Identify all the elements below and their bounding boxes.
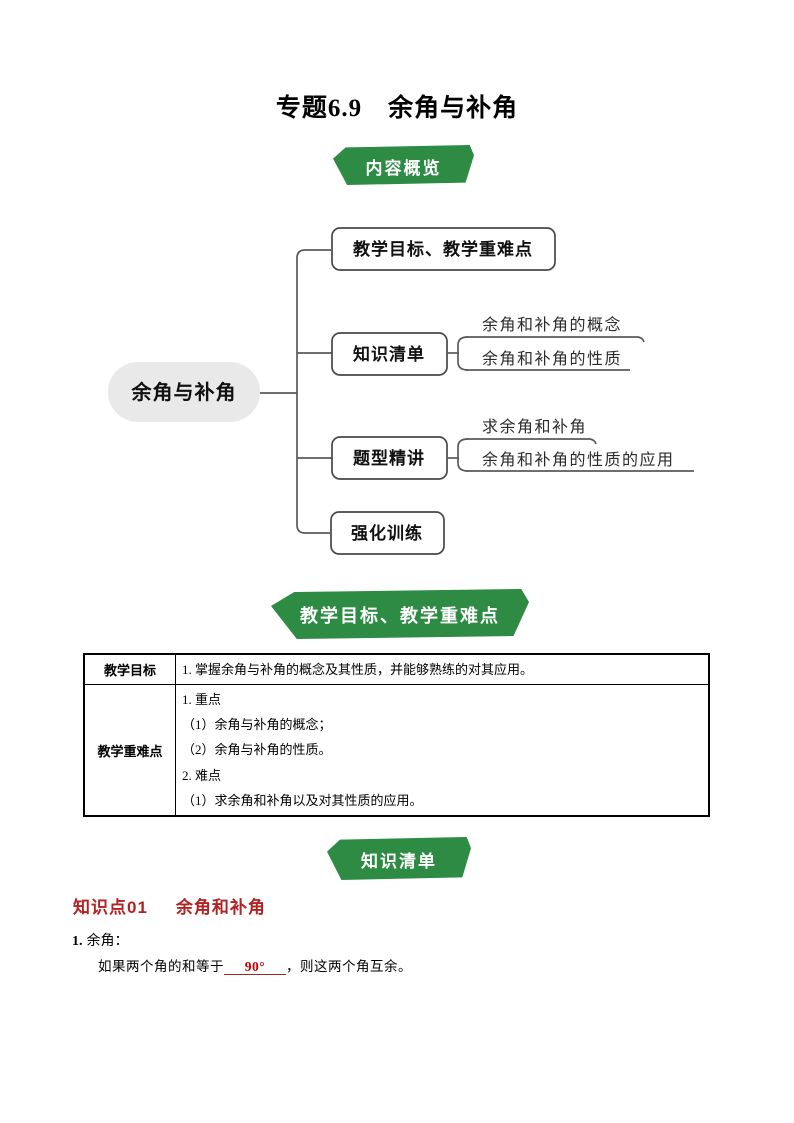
table-cell-points: 1. 重点 （1）余角与补角的概念； （2）余角与补角的性质。 2. 难点 （1…	[175, 684, 710, 818]
knowledge-point-heading: 知识点01 余角和补角	[73, 893, 266, 918]
definition-item-number: 1.	[72, 934, 83, 949]
mindmap-examples-child2-label: 余角和补角的性质的应用	[482, 450, 675, 469]
sentence-after-blank: ，则这两个角互余。	[286, 959, 412, 974]
mindmap-examples-child1-label: 求余角和补角	[482, 417, 587, 436]
mindmap-root-label: 余角与补角	[131, 380, 237, 404]
mindmap-knowledge-child1-underline	[466, 336, 645, 343]
objectives-table: 教学目标 1. 掌握余角与补角的概念及其性质，并能够熟练的对其应用。 教学重难点…	[83, 653, 710, 818]
mindmap-branch-objectives-label: 教学目标、教学重难点	[352, 239, 533, 259]
mindmap-branch-examples-label: 题型精讲	[353, 448, 425, 468]
mindmap-knowledge-children-bracket	[457, 336, 469, 371]
table-cell-goal: 1. 掌握余角与补角的概念及其性质，并能够熟练的对其应用。	[175, 653, 710, 685]
table-header-goal: 教学目标	[83, 653, 176, 685]
knowledge-point-number: 知识点01	[73, 898, 148, 917]
table-row-goal: 教学目标 1. 掌握余角与补角的概念及其性质，并能够熟练的对其应用。	[83, 653, 710, 685]
table-header-points: 教学重难点	[83, 684, 176, 818]
mindmap-trunk	[296, 249, 331, 534]
mindmap-examples-children-bracket	[457, 438, 469, 472]
mindmap-branch-objectives-box	[331, 227, 556, 271]
definition-item-label: 余角：	[86, 934, 129, 949]
mindmap-knowledge-child2-label: 余角和补角的性质	[482, 349, 622, 368]
points-line-2: （1）余角与补角的概念；	[182, 717, 332, 733]
definition-sentence: 如果两个角的和等于 90° ，则这两个角互余。	[98, 955, 412, 975]
mindmap-branch-knowledge-label: 知识清单	[352, 344, 425, 364]
banner-objectives: 教学目标、教学重难点	[271, 589, 529, 639]
banner-knowledge: 知识清单	[327, 837, 471, 880]
banner-overview: 内容概览	[333, 145, 474, 185]
definition-item: 1.余角：	[72, 930, 129, 950]
mindmap-knowledge-child1-label: 余角和补角的概念	[482, 315, 622, 334]
mindmap-branch-training-label: 强化训练	[351, 523, 423, 543]
mindmap-branch-knowledge-box	[331, 332, 448, 376]
points-line-3: （2）余角与补角的性质。	[182, 742, 332, 758]
points-line-5: （1）求余角和补角以及对其性质的应用。	[182, 792, 423, 808]
mindmap-root-node	[108, 362, 260, 422]
mindmap-branch-training-box	[330, 511, 445, 555]
knowledge-point-title: 余角和补角	[175, 898, 266, 917]
points-line-1: 1. 重点	[182, 692, 222, 707]
mindmap-examples-child1-underline	[466, 438, 597, 445]
mindmap-diagram: 余角与补角 教学目标、教学重难点 知识清单 余角和补角的概念 余角和补角的性质 …	[108, 227, 694, 555]
goal-line: 1. 掌握余角与补角的概念及其性质，并能够熟练的对其应用。	[182, 662, 534, 677]
banner-overview-label: 内容概览	[365, 158, 442, 178]
table-row-points: 教学重难点 1. 重点 （1）余角与补角的概念； （2）余角与补角的性质。 2.…	[83, 684, 710, 818]
banner-knowledge-label: 知识清单	[361, 852, 437, 871]
banner-objectives-label: 教学目标、教学重难点	[300, 606, 500, 626]
page-title: 专题6.9 余角与补角	[275, 95, 519, 122]
fill-in-blank: 90°	[224, 960, 286, 975]
blank-answer: 90°	[244, 959, 266, 974]
points-line-4: 2. 难点	[182, 767, 222, 783]
sentence-before-blank: 如果两个角的和等于	[98, 959, 224, 974]
